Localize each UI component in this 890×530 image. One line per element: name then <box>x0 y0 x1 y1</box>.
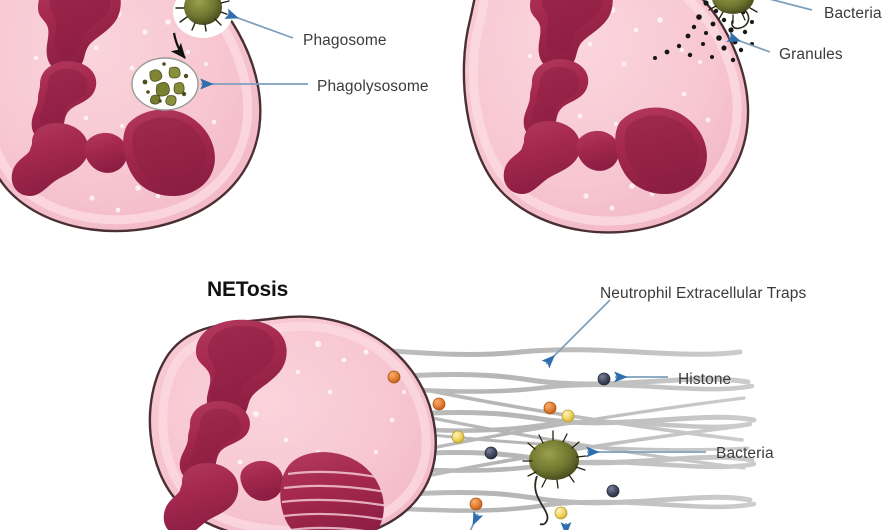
decondensed-nucleus <box>163 319 389 530</box>
bacteria-flagellum <box>731 9 750 30</box>
digested-bacteria-fragments <box>142 62 189 106</box>
net-associated-molecules <box>387 370 620 520</box>
nucleus-lobe-2-shadow <box>531 66 580 129</box>
nucleus-lobe-4-shadow <box>132 117 207 187</box>
histone-dot <box>597 372 611 386</box>
nucleus-lobe-3 <box>163 463 239 530</box>
cytoplasm-rim <box>0 0 253 225</box>
net-protein-dot <box>469 497 483 511</box>
net-enzyme-dot <box>554 506 568 520</box>
maturation-arrow <box>170 32 186 59</box>
neutrophil-cell-phagocytosis <box>0 0 308 233</box>
nucleus-lobe-1-shadow <box>542 0 603 55</box>
net-protein-dot <box>543 401 557 415</box>
net-enzyme-dot <box>451 430 465 444</box>
engulfed-bacteria <box>175 0 230 32</box>
histone-dot <box>606 484 620 498</box>
bacteria-flagellum <box>534 475 549 526</box>
net-protein-dot <box>387 370 401 384</box>
nucleus-lobe-2-shadow <box>39 68 88 131</box>
multilobed-nucleus <box>11 0 215 197</box>
nucleus-lobe-2 <box>179 401 250 482</box>
nucleus-bridge <box>84 132 128 173</box>
leader-line-bacteria-top <box>769 0 813 11</box>
nucleus-lobe-4 <box>615 107 707 195</box>
nucleus-lobe-3 <box>503 120 581 194</box>
nucleus-lobe-4-shadow <box>624 115 699 185</box>
neutrophil-cell-netosis <box>148 299 757 530</box>
net-enzyme-dot <box>561 409 575 423</box>
nucleus-lobe-3 <box>11 122 89 196</box>
cytoplasm-rim <box>158 321 431 530</box>
phagolysosome-vesicle <box>131 57 199 111</box>
ruptured-membrane-edge <box>369 413 437 530</box>
nucleus-bridge <box>240 460 284 501</box>
trapped-bacteria <box>522 430 587 526</box>
net-protein-dot <box>432 397 446 411</box>
extracellular-bacteria <box>708 0 758 30</box>
leader-line-phagosome <box>224 8 294 39</box>
nucleus-bridge <box>576 130 620 171</box>
histone-dot <box>484 446 498 460</box>
chromatin-decondensation-striations <box>281 470 389 530</box>
nucleus-lobe-2-shadow <box>190 408 242 473</box>
multilobed-nucleus <box>503 0 707 195</box>
leader-line-granules <box>726 31 771 53</box>
leader-line-offscreen-left <box>469 510 484 530</box>
cytoplasm-rim <box>468 0 742 226</box>
nucleus-lobe-1-shadow <box>50 0 111 57</box>
neutrophil-cell-degranulation <box>462 0 813 234</box>
nucleus-lobe-4 <box>123 109 215 197</box>
leader-line-net-traps <box>541 299 611 369</box>
nucleus-lobe-1-shadow <box>208 325 275 409</box>
